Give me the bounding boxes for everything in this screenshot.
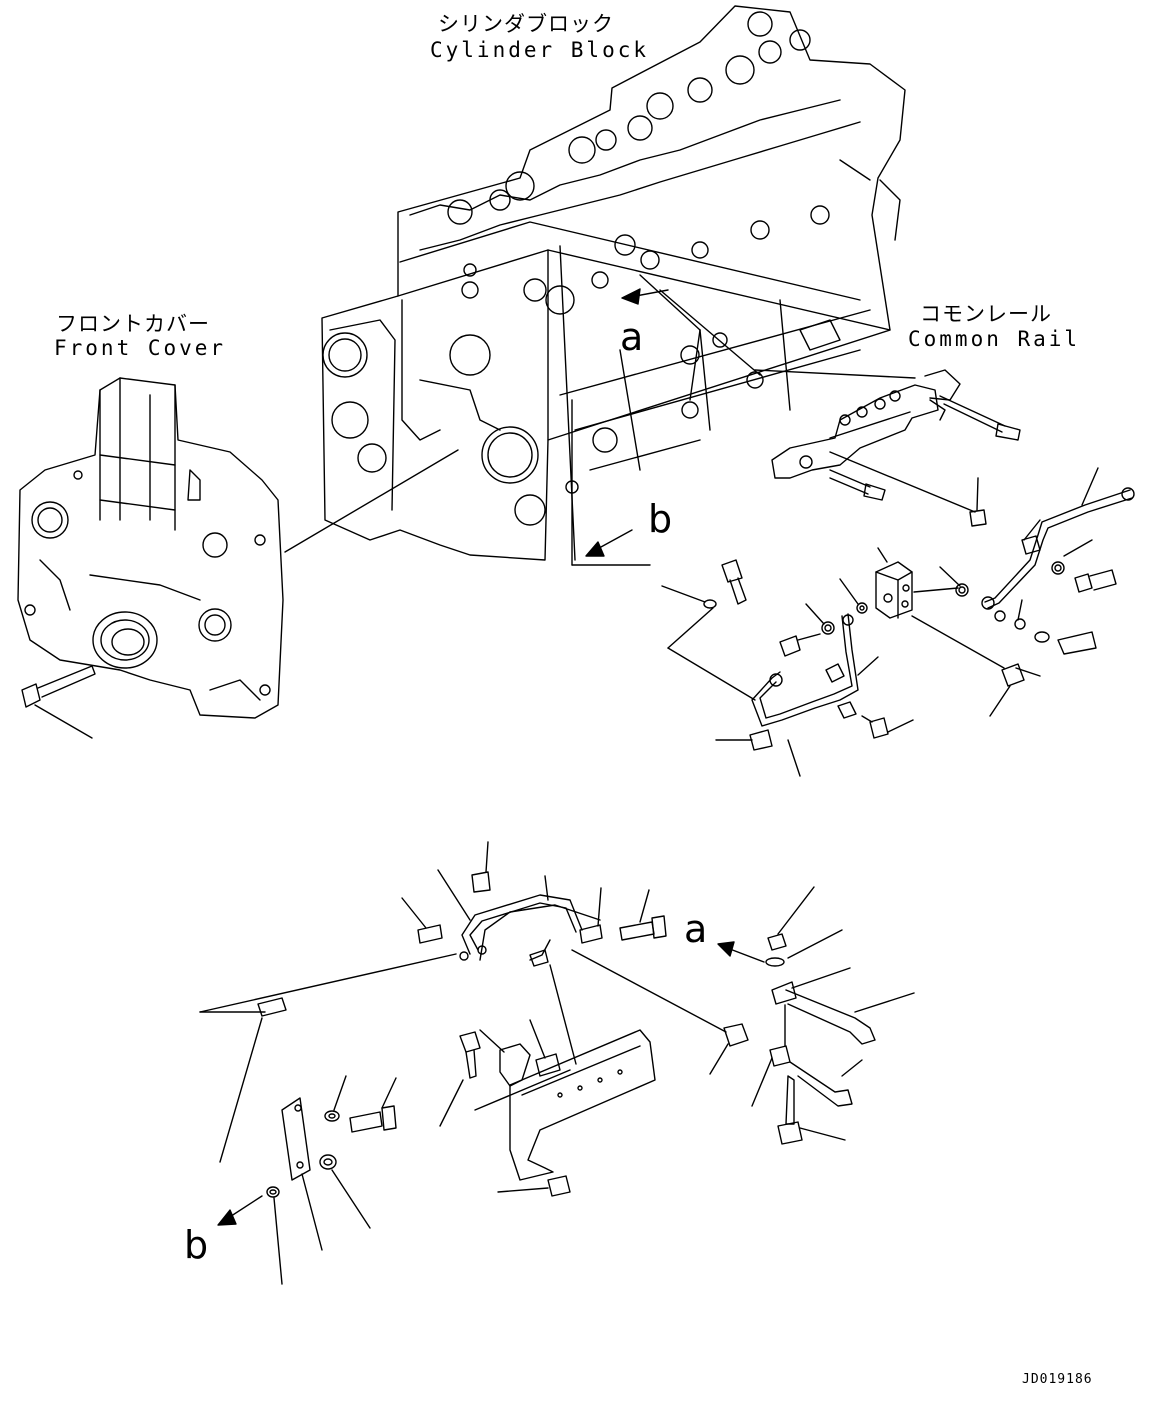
bottom-pipe-assembly [257, 871, 876, 1198]
leader-lines-bottom [199, 841, 915, 1285]
common-rail-drawing [771, 369, 961, 479]
reference-arrows [217, 274, 765, 1226]
front-cover-drawing [17, 377, 284, 719]
leader-lines-top-right [661, 467, 1099, 777]
drawing-code: JD019186 [1022, 1372, 1093, 1387]
front-cover-label-en: Front Cover [54, 336, 227, 360]
ref-a-top: a [620, 315, 644, 359]
common-rail-label-jp: コモンレール [920, 302, 1052, 326]
front-cover-label-jp: フロントカバー [56, 312, 210, 336]
cylinder-block-label-en: Cylinder Block [430, 38, 650, 62]
ref-b-top: b [648, 497, 673, 541]
common-rail-label-en: Common Rail [908, 327, 1081, 351]
high-pressure-pipe-assembly [703, 487, 1135, 751]
front-cover-bolt [21, 665, 96, 708]
ref-b-bottom: b [184, 1223, 209, 1267]
cylinder-block-drawing [321, 5, 906, 561]
cylinder-block-label-jp: シリンダブロック [438, 12, 614, 36]
ref-a-bottom: a [684, 907, 708, 951]
